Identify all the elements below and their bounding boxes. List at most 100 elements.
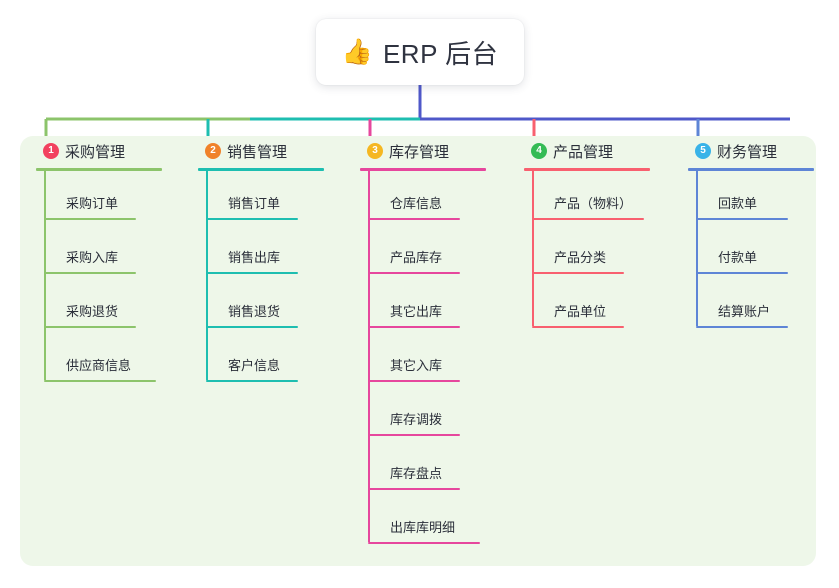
branch-item-label: 仓库信息 bbox=[390, 196, 443, 211]
branch-item-label: 出库库明细 bbox=[390, 520, 456, 535]
branch-item-label: 回款单 bbox=[718, 196, 758, 211]
branch-item-rule bbox=[44, 380, 156, 382]
branch-header-rule-5 bbox=[688, 168, 814, 171]
branch-item[interactable]: 销售出库 bbox=[198, 225, 360, 279]
branch-title-4: 产品管理 bbox=[553, 143, 614, 161]
branch-item-label: 结算账户 bbox=[718, 304, 771, 319]
branch-badge-5: 5 bbox=[695, 143, 711, 159]
branch-spine-2 bbox=[206, 170, 208, 380]
branch-item-label: 采购入库 bbox=[66, 250, 119, 265]
branch-item[interactable]: 销售订单 bbox=[198, 171, 360, 225]
branch-item[interactable]: 其它出库 bbox=[360, 279, 522, 333]
branch-header-rule-2 bbox=[198, 168, 324, 171]
branch-item-label: 其它出库 bbox=[390, 304, 443, 319]
branch-item-rule bbox=[696, 218, 788, 220]
branch-item[interactable]: 付款单 bbox=[688, 225, 839, 279]
branch-badge-4: 4 bbox=[531, 143, 547, 159]
branch-column-2: 2 销售管理 销售订单销售出库销售退货客户信息 bbox=[198, 136, 360, 382]
branch-item-rule bbox=[696, 326, 788, 328]
branch-item-rule bbox=[44, 272, 136, 274]
branch-column-4: 4 产品管理 产品（物料） 产品分类产品单位 bbox=[524, 136, 686, 328]
branch-header-5[interactable]: 5 财务管理 bbox=[688, 136, 839, 166]
branch-item-rule bbox=[532, 272, 624, 274]
branch-item-label: 销售退货 bbox=[228, 304, 281, 319]
branch-items-3: 仓库信息产品库存其它出库其它入库库存调拨库存盘点出库库明细 bbox=[360, 171, 522, 549]
branch-item-rule bbox=[44, 218, 136, 220]
branch-column-3: 3 库存管理 仓库信息产品库存其它出库其它入库库存调拨库存盘点出库库明细 bbox=[360, 136, 522, 544]
branch-header-2[interactable]: 2 销售管理 bbox=[198, 136, 360, 166]
branch-item-label: 销售订单 bbox=[228, 196, 281, 211]
branch-item[interactable]: 采购订单 bbox=[36, 171, 198, 225]
branch-item[interactable]: 产品（物料） bbox=[524, 171, 686, 225]
branch-item-label: 其它入库 bbox=[390, 358, 443, 373]
branch-item[interactable]: 出库库明细 bbox=[360, 495, 522, 549]
branch-item[interactable]: 产品单位 bbox=[524, 279, 686, 333]
branch-item-rule bbox=[44, 326, 136, 328]
branch-item-label: 供应商信息 bbox=[66, 358, 132, 373]
branch-item-rule bbox=[368, 542, 480, 544]
branch-item[interactable]: 客户信息 bbox=[198, 333, 360, 387]
branch-item-rule bbox=[368, 218, 460, 220]
branch-item-label: 付款单 bbox=[718, 250, 758, 265]
branch-item[interactable]: 采购退货 bbox=[36, 279, 198, 333]
branch-header-rule-1 bbox=[36, 168, 162, 171]
branch-item[interactable]: 采购入库 bbox=[36, 225, 198, 279]
branch-item-label: 产品库存 bbox=[390, 250, 443, 265]
branch-header-rule-4 bbox=[524, 168, 650, 171]
branch-item-rule bbox=[368, 326, 460, 328]
branch-title-1: 采购管理 bbox=[65, 143, 126, 161]
branch-badge-2: 2 bbox=[205, 143, 221, 159]
branch-column-1: 1 采购管理 采购订单采购入库采购退货供应商信息 bbox=[36, 136, 198, 382]
branch-spine-1 bbox=[44, 170, 46, 380]
root-title: ERP 后台 bbox=[382, 38, 499, 69]
branch-item-rule bbox=[532, 326, 624, 328]
branch-item-label: 产品分类 bbox=[554, 250, 607, 265]
branch-item[interactable]: 销售退货 bbox=[198, 279, 360, 333]
branch-item[interactable]: 产品分类 bbox=[524, 225, 686, 279]
branch-item-label: 客户信息 bbox=[228, 358, 281, 373]
branch-item-label: 库存调拨 bbox=[390, 412, 443, 427]
branch-badge-1: 1 bbox=[43, 143, 59, 159]
branch-item-rule bbox=[368, 272, 460, 274]
branch-item-label: 产品（物料） bbox=[554, 196, 633, 211]
branch-item[interactable]: 结算账户 bbox=[688, 279, 839, 333]
branch-spine-3 bbox=[368, 170, 370, 542]
branch-items-5: 回款单付款单结算账户 bbox=[688, 171, 839, 333]
branch-items-1: 采购订单采购入库采购退货供应商信息 bbox=[36, 171, 198, 387]
branch-header-4[interactable]: 4 产品管理 bbox=[524, 136, 686, 166]
branches-panel bbox=[20, 136, 816, 566]
branch-item-rule bbox=[368, 434, 460, 436]
branch-item-rule bbox=[368, 488, 460, 490]
branch-item-rule bbox=[206, 272, 298, 274]
branch-item-label: 销售出库 bbox=[228, 250, 281, 265]
branch-item-rule bbox=[368, 380, 460, 382]
branch-item-rule bbox=[696, 272, 788, 274]
branch-item[interactable]: 仓库信息 bbox=[360, 171, 522, 225]
branch-header-rule-3 bbox=[360, 168, 486, 171]
branch-item-rule bbox=[206, 380, 298, 382]
branch-item[interactable]: 库存盘点 bbox=[360, 441, 522, 495]
branch-item[interactable]: 其它入库 bbox=[360, 333, 522, 387]
branch-item-label: 产品单位 bbox=[554, 304, 607, 319]
root-node[interactable]: 👍 ERP 后台 bbox=[316, 19, 524, 85]
branch-item-rule bbox=[532, 218, 644, 220]
branch-item[interactable]: 库存调拨 bbox=[360, 387, 522, 441]
branch-item[interactable]: 产品库存 bbox=[360, 225, 522, 279]
branch-item-rule bbox=[206, 326, 298, 328]
branch-badge-3: 3 bbox=[367, 143, 383, 159]
branch-title-5: 财务管理 bbox=[717, 143, 778, 161]
branch-spine-4 bbox=[532, 170, 534, 326]
branch-title-3: 库存管理 bbox=[389, 143, 450, 161]
branch-header-1[interactable]: 1 采购管理 bbox=[36, 136, 198, 166]
branch-item-label: 库存盘点 bbox=[390, 466, 443, 481]
branch-item-label: 采购退货 bbox=[66, 304, 119, 319]
branch-item[interactable]: 供应商信息 bbox=[36, 333, 198, 387]
branch-columns: 1 采购管理 采购订单采购入库采购退货供应商信息 2 销售管理 销售订单销售出库… bbox=[20, 136, 816, 566]
thumbs-up-icon: 👍 bbox=[341, 37, 373, 66]
branch-items-2: 销售订单销售出库销售退货客户信息 bbox=[198, 171, 360, 387]
branch-item[interactable]: 回款单 bbox=[688, 171, 839, 225]
branch-items-4: 产品（物料） 产品分类产品单位 bbox=[524, 171, 686, 333]
branch-header-3[interactable]: 3 库存管理 bbox=[360, 136, 522, 166]
branch-title-2: 销售管理 bbox=[227, 143, 288, 161]
